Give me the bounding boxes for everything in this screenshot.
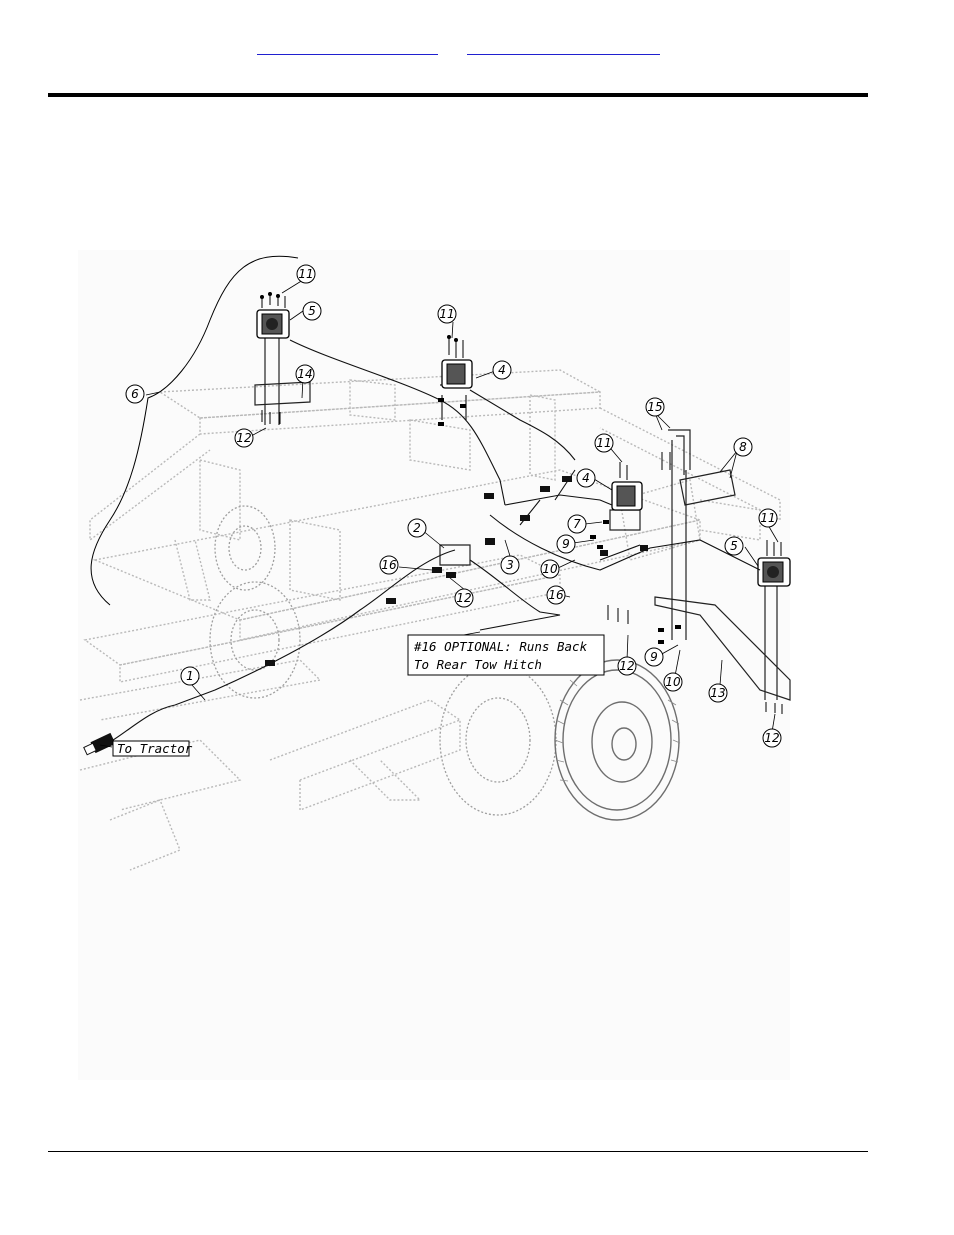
callout-number: 4	[582, 471, 590, 485]
callout-9: 9	[557, 535, 575, 553]
callout-number: 7	[573, 517, 581, 531]
callout-number: 12	[236, 431, 251, 445]
callout-12: 12	[455, 589, 473, 607]
callout-7: 7	[568, 515, 586, 533]
callout-1: 1	[181, 667, 199, 685]
lamp-left-5	[257, 310, 289, 338]
callout-number: 3	[506, 558, 514, 572]
callout-number: 9	[650, 650, 658, 664]
callout-4: 4	[493, 361, 511, 379]
callout-5: 5	[725, 537, 743, 555]
callout-number: 11	[298, 267, 313, 281]
callout-10: 10	[664, 673, 682, 691]
callout-16: 16	[380, 556, 398, 574]
footer-rule	[48, 1151, 868, 1152]
callout-number: 12	[764, 731, 779, 745]
callout-12: 12	[235, 429, 253, 447]
callout-number: 11	[439, 307, 454, 321]
callout-13: 13	[709, 684, 727, 702]
callout-9: 9	[645, 648, 663, 666]
callout-15: 15	[646, 398, 664, 416]
callout-12: 12	[763, 729, 781, 747]
callout-number: 10	[542, 562, 558, 576]
callout-number: 9	[562, 537, 570, 551]
callout-16: 16	[547, 586, 565, 604]
callout-number: 11	[596, 436, 611, 450]
callout-11: 11	[438, 305, 456, 323]
callout-11: 11	[595, 434, 613, 452]
callout-11: 11	[759, 509, 777, 527]
callout-4: 4	[577, 469, 595, 487]
lamp-middle-4	[612, 482, 642, 510]
callout-number: 6	[131, 387, 139, 401]
callout-6: 6	[126, 385, 144, 403]
callout-number: 5	[308, 304, 316, 318]
optional-note-line1: #16 OPTIONAL: Runs Back	[413, 639, 588, 654]
callout-number: 2	[413, 521, 421, 535]
lamp-right-5	[758, 558, 790, 586]
callout-number: 11	[760, 511, 775, 525]
callout-12: 12	[618, 657, 636, 675]
callout-number: 16	[548, 588, 564, 602]
callout-number: 12	[456, 591, 471, 605]
callout-number: 10	[665, 675, 681, 689]
callout-number: 16	[381, 558, 397, 572]
callout-number: 12	[619, 659, 634, 673]
optional-note-line2: To Rear Tow Hitch	[414, 657, 542, 672]
callout-number: 1	[186, 669, 194, 683]
callout-8: 8	[734, 438, 752, 456]
to-tractor-label: To Tractor	[117, 741, 193, 756]
callout-number: 8	[739, 440, 747, 454]
callout-14: 14	[296, 365, 314, 383]
callout-number: 13	[710, 686, 725, 700]
callout-number: 14	[297, 367, 312, 381]
callout-11: 11	[297, 265, 315, 283]
callout-10: 10	[541, 560, 559, 578]
callout-3: 3	[501, 556, 519, 574]
callout-5: 5	[303, 302, 321, 320]
callout-number: 15	[647, 400, 662, 414]
callout-number: 4	[498, 363, 506, 377]
lamp-center-4	[442, 360, 472, 388]
callout-2: 2	[408, 519, 426, 537]
callout-number: 5	[730, 539, 738, 553]
